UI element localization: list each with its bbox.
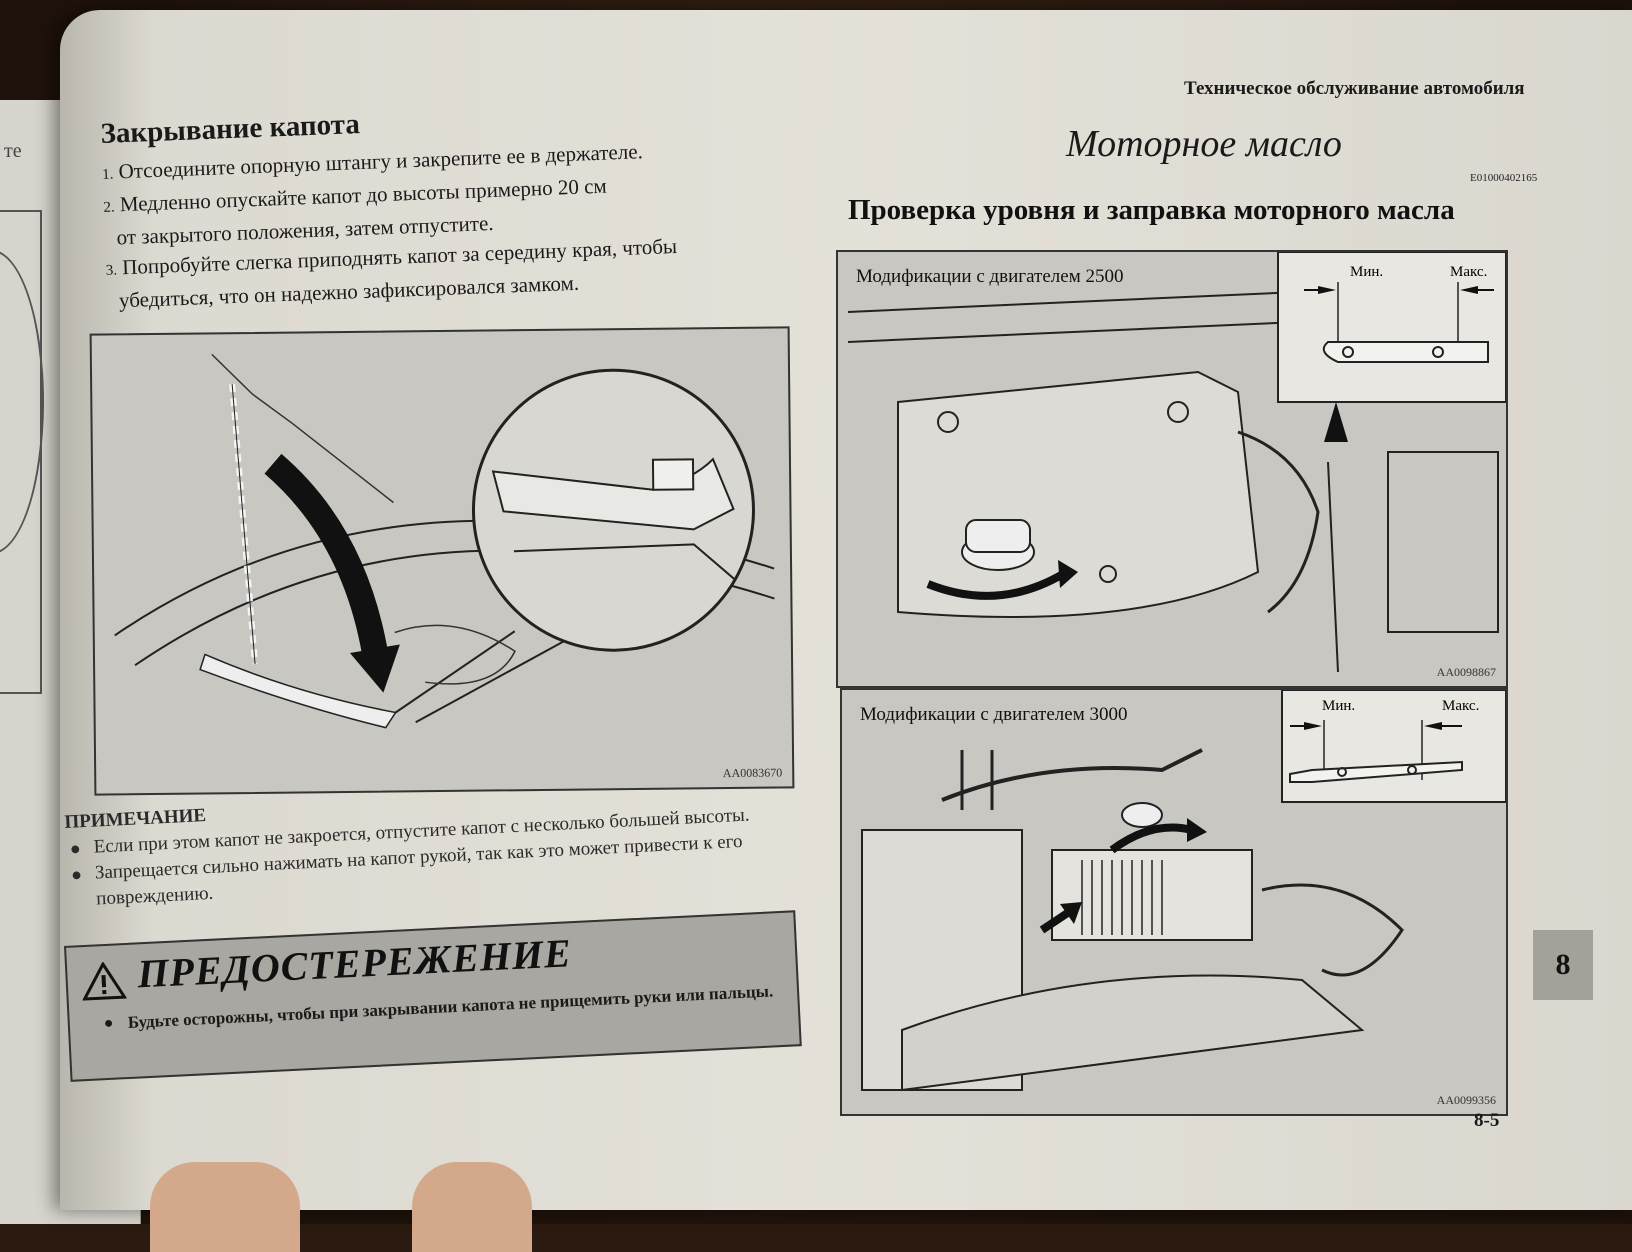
engine-2500-figure: Модификации с двигателем 2500 Мин. Макс.… bbox=[836, 250, 1508, 688]
min-label-2500: Мин. bbox=[1350, 264, 1384, 280]
engine-2500-figure-code: AA0098867 bbox=[1436, 665, 1496, 679]
hood-closing-section: Закрывание капота 1. Отсоедините опорную… bbox=[100, 91, 807, 316]
previous-page-text: те bbox=[4, 140, 22, 162]
section-header: Техническое обслуживание автомобиля bbox=[1184, 78, 1525, 99]
thumb-right bbox=[412, 1162, 532, 1252]
oil-check-subtitle: Проверка уровня и заправка моторного мас… bbox=[848, 194, 1455, 226]
warning-triangle-icon bbox=[82, 961, 127, 1001]
hood-closing-figure: AA0083670 bbox=[89, 326, 795, 796]
engine-2500-caption: Модификации с двигателем 2500 bbox=[856, 266, 1124, 287]
max-label-2500: Макс. bbox=[1450, 264, 1488, 280]
chapter-tab: 8 bbox=[1533, 930, 1593, 1000]
section-code: E01000402165 bbox=[1470, 172, 1538, 184]
engine-3000-figure-code: AA0099356 bbox=[1436, 1093, 1496, 1107]
warning-box: ПРЕДОСТЕРЕЖЕНИЕ Будьте осторожны, чтобы … bbox=[64, 910, 802, 1082]
engine-3000-illustration bbox=[861, 690, 1506, 1092]
page-number: 8-5 bbox=[1474, 1110, 1500, 1131]
engine-oil-title: Моторное масло bbox=[1066, 123, 1342, 165]
warning-title: ПРЕДОСТЕРЕЖЕНИЕ bbox=[136, 930, 573, 997]
engine-3000-figure: Модификации с двигателем 3000 Мин. Макс.… bbox=[840, 688, 1508, 1116]
engine-3000-caption: Модификации с двигателем 3000 bbox=[860, 704, 1128, 725]
max-label-3000: Макс. bbox=[1442, 698, 1480, 714]
thumb-left bbox=[150, 1162, 300, 1252]
engine-2500-illustration bbox=[847, 252, 1506, 673]
hood-illustration bbox=[114, 353, 775, 729]
min-label-3000: Мин. bbox=[1322, 698, 1356, 714]
